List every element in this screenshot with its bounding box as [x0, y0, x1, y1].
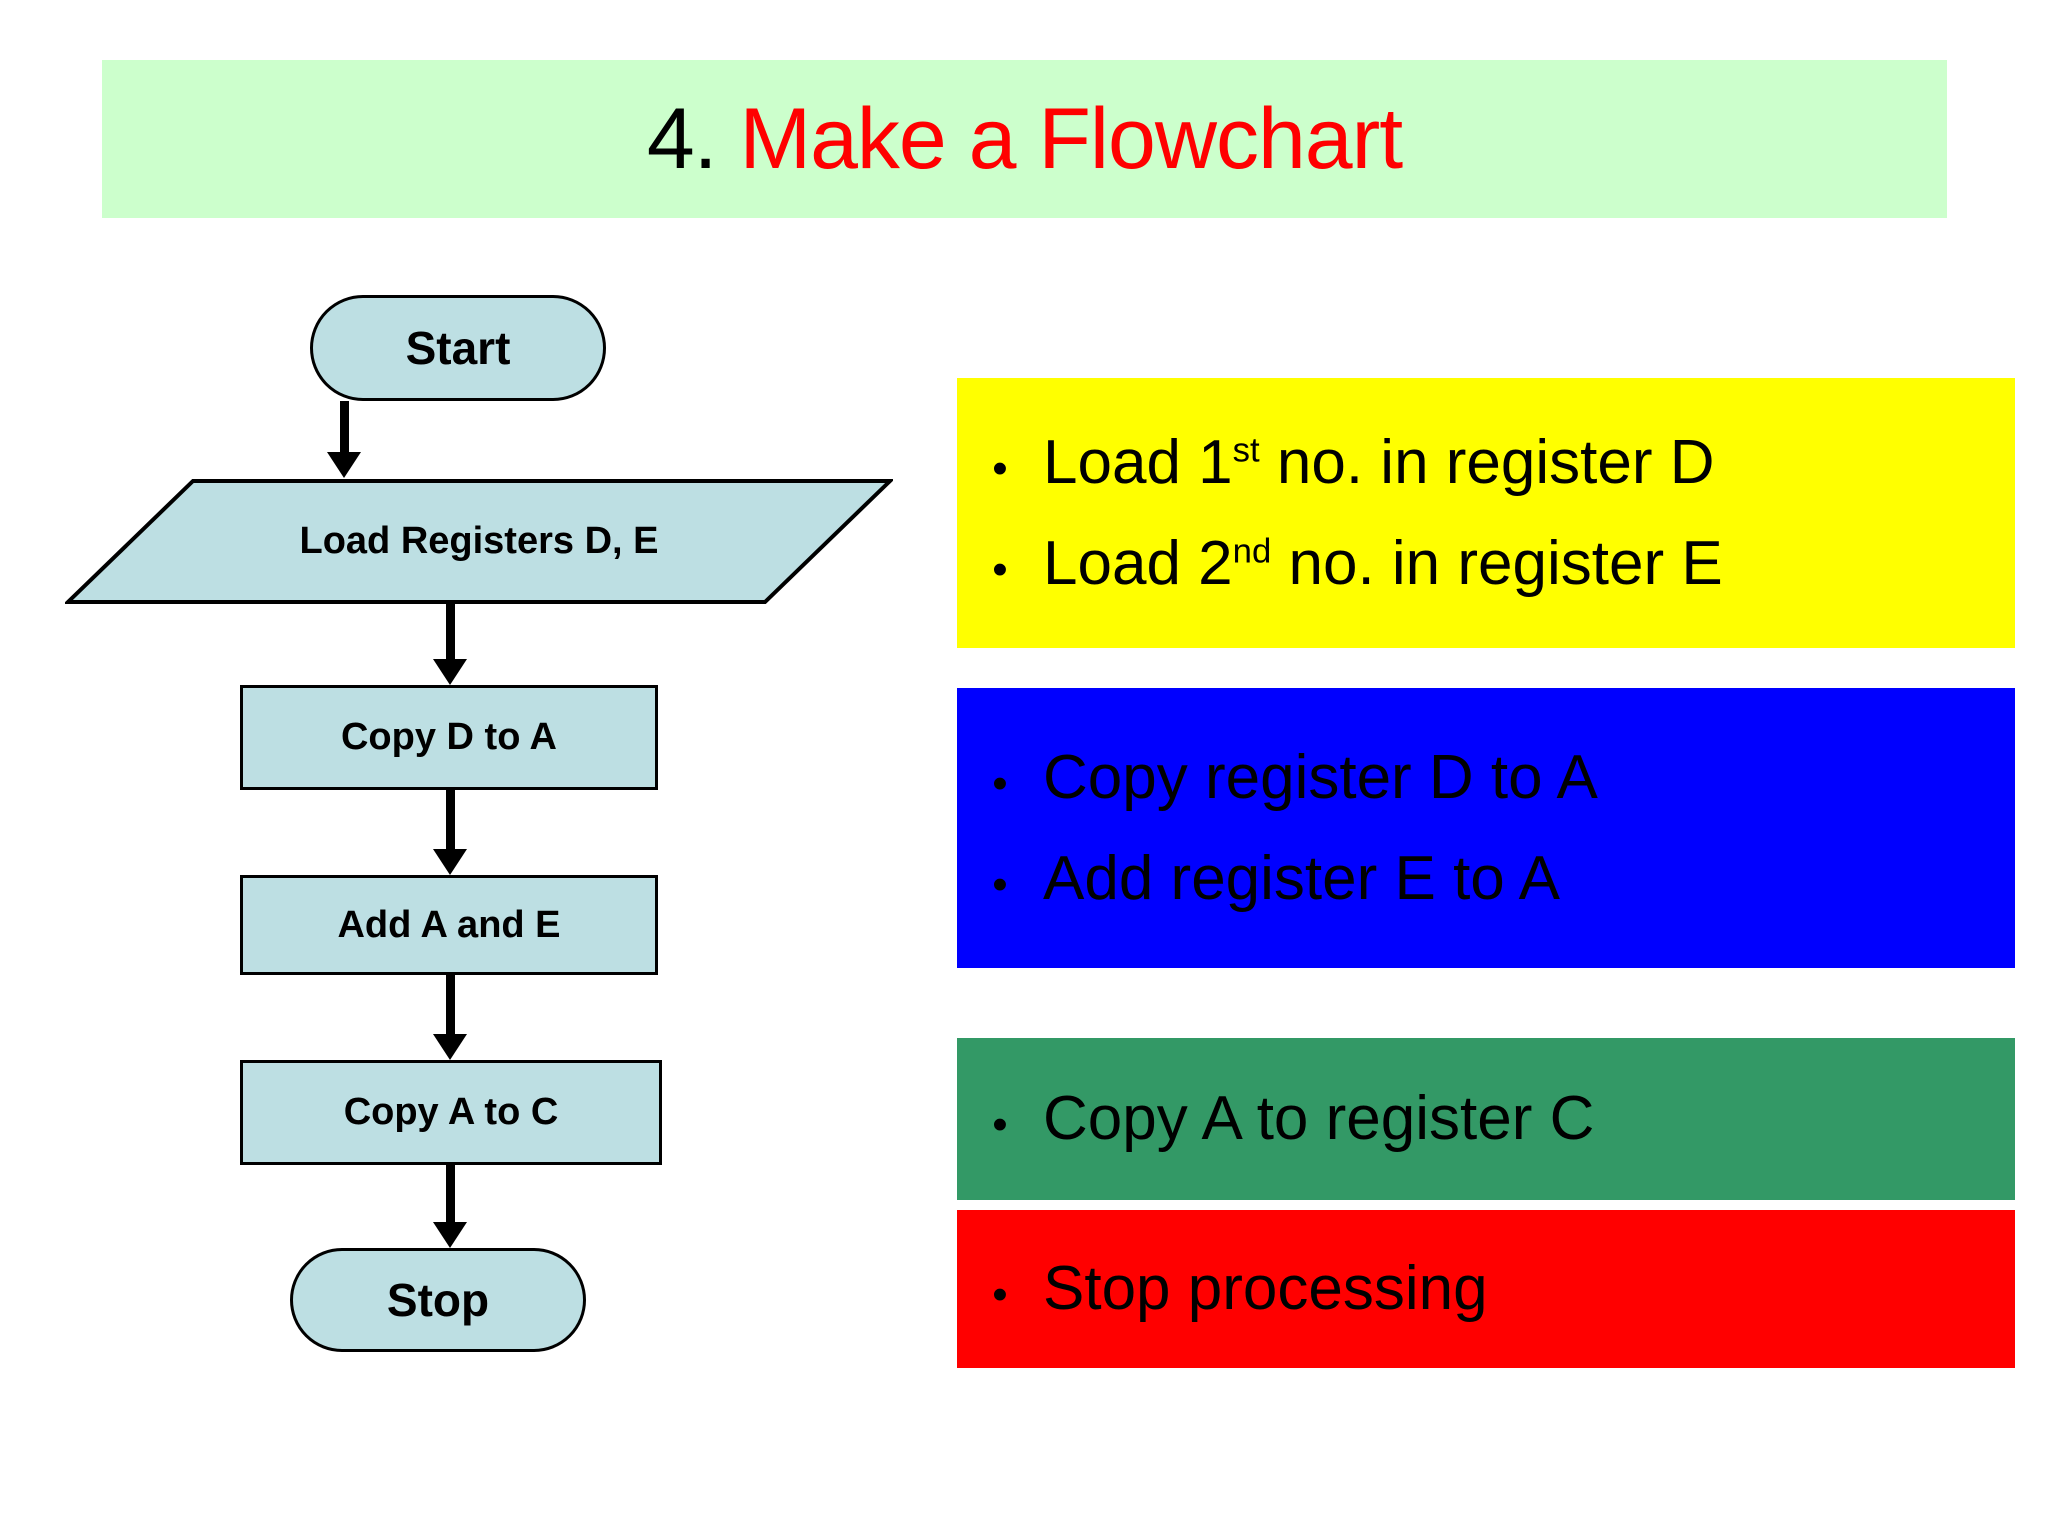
flow-node-add-a-and-e[interactable]: Add A and E — [240, 875, 658, 975]
bullet-icon: • — [992, 758, 1008, 808]
note-line: • Load 2nd no. in register E — [957, 527, 2015, 600]
note-line: • Load 1st no. in register D — [957, 426, 2015, 499]
note-text: Copy A to register C — [1043, 1084, 1595, 1154]
note-text-superscript: st — [1232, 431, 1260, 470]
note-text-pre: Load 2 — [1043, 529, 1233, 598]
flow-node-load-registers[interactable]: Load Registers D, E — [65, 478, 893, 605]
bullet-icon: • — [992, 860, 1008, 909]
note-line: • Stop processing — [957, 1252, 2015, 1325]
flow-node-stop[interactable]: Stop — [290, 1248, 586, 1352]
title-banner: 4. Make a Flowchart — [102, 60, 1947, 218]
bullet-icon: • — [992, 1100, 1008, 1150]
bullet-icon: • — [992, 545, 1008, 594]
note-text: Load 2nd no. in register E — [1043, 527, 1723, 600]
title-main-text: Make a Flowchart — [739, 91, 1403, 187]
note-block-green: • Copy A to register C — [957, 1038, 2015, 1200]
flow-node-load-registers-label: Load Registers D, E — [299, 520, 659, 562]
flow-node-copy-a-to-c[interactable]: Copy A to C — [240, 1060, 662, 1165]
note-text: Add register E to A — [1043, 844, 1560, 913]
note-text: Copy register D to A — [1043, 742, 1598, 812]
note-block-yellow: • Load 1st no. in register D • Load 2nd … — [957, 378, 2015, 648]
title-number: 4. — [646, 91, 740, 187]
note-text-post: no. in register E — [1271, 529, 1723, 598]
flow-node-copy-a-to-c-label: Copy A to C — [343, 1091, 559, 1133]
bullet-icon: • — [992, 443, 1008, 493]
flow-node-copy-d-to-a-label: Copy D to A — [340, 716, 557, 758]
note-text: Stop processing — [1043, 1254, 1488, 1324]
flow-node-stop-label: Stop — [386, 1274, 490, 1326]
note-line: • Add register E to A — [957, 842, 2015, 915]
note-text-pre: Load 1 — [1043, 427, 1233, 497]
note-text: Load 1st no. in register D — [1043, 426, 1715, 499]
page-title: 4. Make a Flowchart — [647, 96, 1403, 182]
flow-node-copy-d-to-a[interactable]: Copy D to A — [240, 685, 658, 790]
bullet-icon: • — [992, 1270, 1008, 1320]
note-block-red: • Stop processing — [957, 1210, 2015, 1368]
note-line: • Copy register D to A — [957, 741, 2015, 814]
flow-node-start[interactable]: Start — [310, 295, 606, 401]
flow-node-start-label: Start — [405, 322, 511, 374]
note-text-superscript: nd — [1232, 532, 1272, 571]
note-block-blue: • Copy register D to A • Add register E … — [957, 688, 2015, 968]
parallelogram-shape — [65, 479, 893, 604]
note-line: • Copy A to register C — [957, 1082, 2015, 1155]
note-text-post: no. in register D — [1259, 427, 1715, 497]
flow-node-add-a-and-e-label: Add A and E — [337, 903, 561, 946]
